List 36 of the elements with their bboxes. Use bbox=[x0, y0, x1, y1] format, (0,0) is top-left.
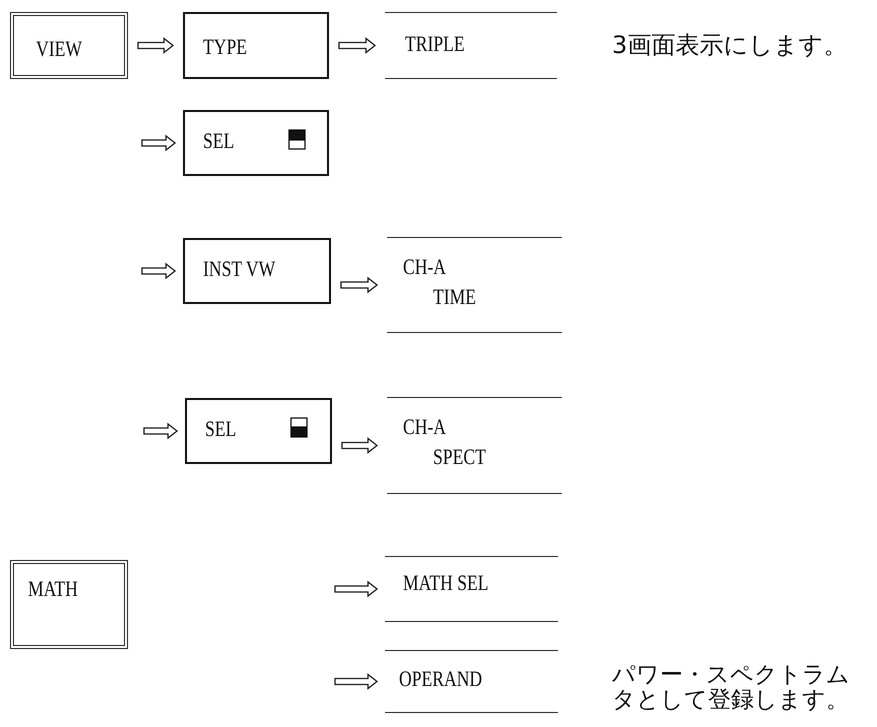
hollow-arrow bbox=[334, 580, 378, 598]
soft-key-box bbox=[185, 398, 332, 464]
description-text: タとして登録します。 bbox=[612, 686, 849, 715]
menu-item bbox=[387, 397, 562, 494]
key-label: TIME bbox=[433, 284, 476, 310]
menu-item bbox=[385, 556, 558, 622]
key-label: VIEW bbox=[36, 36, 82, 62]
key-label: CH-A bbox=[403, 414, 446, 440]
key-label: SEL bbox=[205, 416, 236, 442]
hollow-arrow bbox=[341, 437, 378, 454]
description-text: パワー・スペクトラム bbox=[612, 661, 850, 688]
key-label: SPECT bbox=[433, 444, 486, 470]
key-label: MATH SEL bbox=[403, 570, 489, 596]
menu-item bbox=[385, 650, 558, 713]
key-label: OPERAND bbox=[399, 666, 482, 692]
key-label: CH-A bbox=[403, 254, 446, 280]
hollow-arrow bbox=[137, 37, 174, 54]
menu-item bbox=[387, 237, 562, 333]
menu-key-box bbox=[10, 12, 128, 79]
hollow-arrow bbox=[141, 262, 176, 280]
menu-key-box bbox=[10, 560, 128, 649]
menu-item bbox=[385, 12, 557, 79]
key-label: INST VW bbox=[203, 256, 276, 282]
hollow-arrow bbox=[334, 673, 378, 690]
hollow-arrow bbox=[340, 276, 378, 294]
soft-key-box bbox=[183, 12, 329, 79]
soft-key-box bbox=[183, 110, 329, 176]
hollow-arrow bbox=[141, 134, 176, 152]
key-label: TRIPLE bbox=[405, 31, 465, 57]
description-text: 3画面表示にします。 bbox=[612, 30, 848, 61]
key-label: SEL bbox=[203, 128, 234, 154]
key-label: TYPE bbox=[203, 34, 247, 60]
key-label: MATH bbox=[28, 576, 78, 602]
hollow-arrow bbox=[338, 37, 376, 54]
soft-key-box bbox=[183, 238, 331, 304]
hollow-arrow bbox=[143, 422, 178, 440]
